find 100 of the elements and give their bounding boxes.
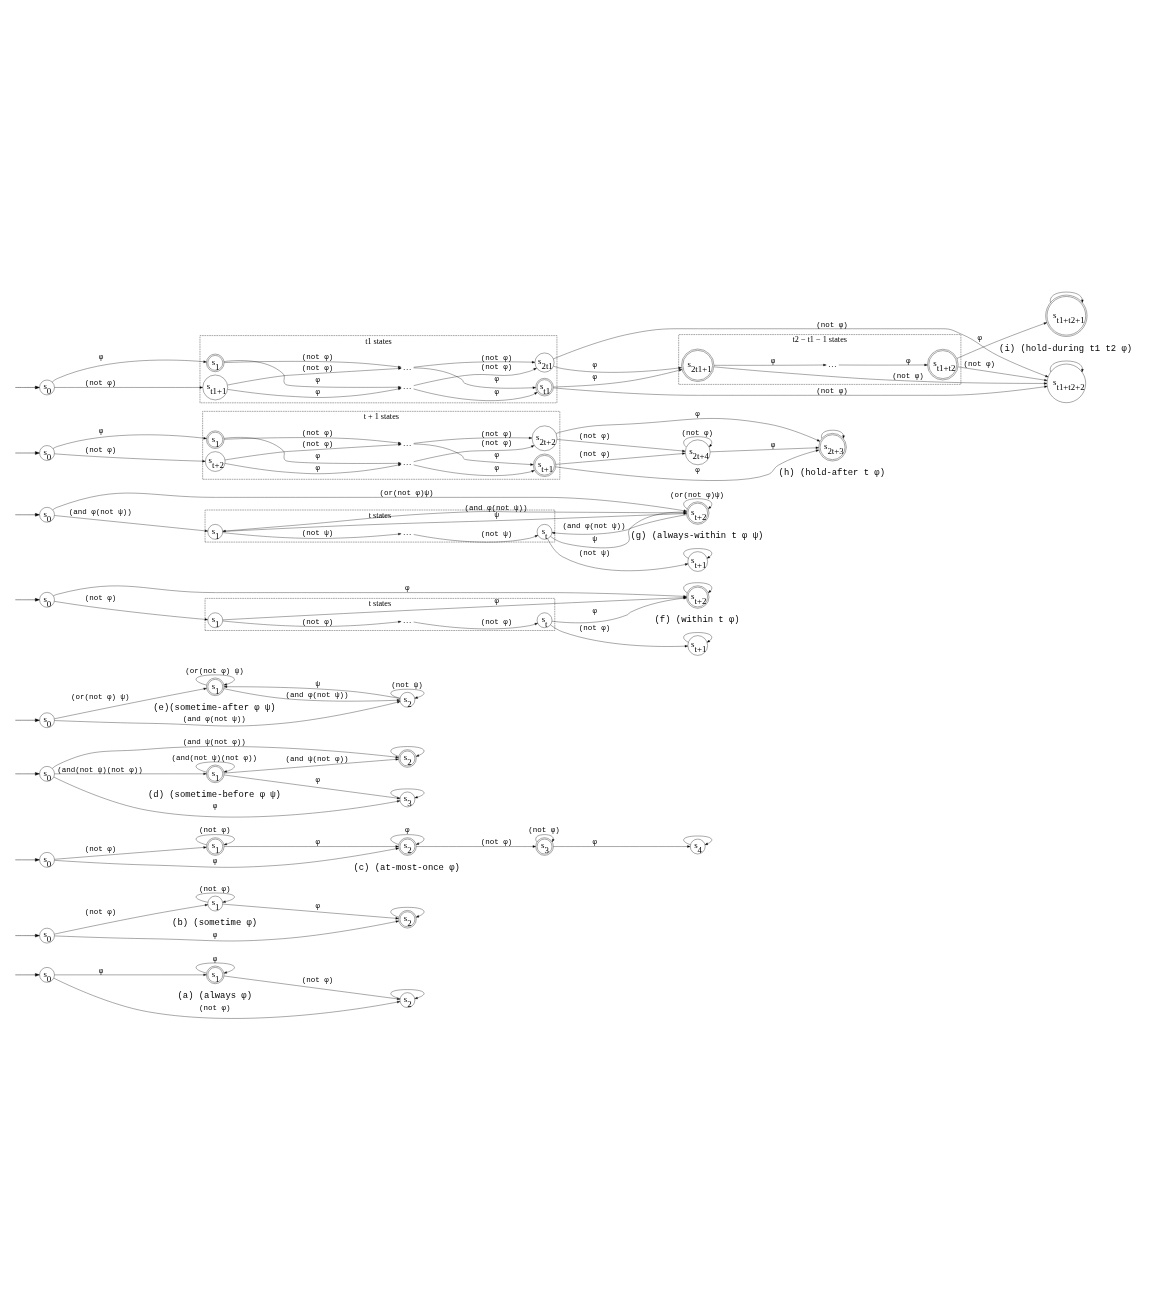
arrow (683, 582, 712, 593)
label: (a) (always φ) (177, 990, 252, 1001)
arrow (15, 857, 40, 861)
arrow (222, 620, 402, 627)
arrow (416, 844, 536, 848)
arrow (54, 772, 207, 775)
arrow (54, 687, 207, 719)
arrow (390, 745, 425, 757)
arrow (54, 385, 203, 389)
label: (c) (at-most-once φ) (353, 862, 460, 873)
arrow (15, 597, 40, 601)
arrow (54, 514, 208, 532)
arrow (390, 833, 425, 845)
arrow (222, 596, 687, 620)
arrow (54, 847, 399, 867)
arrow (15, 385, 40, 389)
arrow (222, 903, 399, 919)
label: (d) (sometime-before φ ψ) (148, 789, 281, 800)
arrow (53, 776, 401, 817)
arrow (195, 674, 235, 685)
arrow (15, 972, 40, 977)
arrow (1050, 291, 1084, 303)
arrow (390, 988, 425, 999)
arrow (713, 366, 1048, 385)
arrow (535, 833, 555, 842)
arrow (52, 745, 399, 769)
node-text: … (402, 526, 412, 537)
arrow (227, 366, 402, 385)
arrow (54, 903, 208, 934)
arrow (54, 919, 399, 941)
arrow (53, 977, 401, 1019)
arrow (547, 538, 689, 571)
arrow (224, 462, 402, 474)
arrow (195, 833, 235, 845)
label: (b) (sometime φ) (172, 917, 258, 928)
arrow (553, 328, 1049, 377)
arrow (54, 845, 207, 859)
label: (e)(sometime-after φ ψ) (153, 702, 276, 713)
node-text: … (402, 614, 412, 625)
arrow (555, 449, 819, 481)
node-text: … (402, 361, 412, 372)
arrow (224, 844, 399, 848)
node-text: … (402, 456, 412, 467)
arrow (556, 438, 686, 452)
node-text: … (402, 437, 412, 448)
arrow (956, 321, 1047, 359)
arrow (413, 360, 536, 367)
arrow (15, 771, 40, 775)
arrow (54, 453, 206, 462)
arrow (710, 446, 819, 452)
arrow (683, 436, 712, 447)
arrow (195, 962, 235, 973)
arrow (224, 757, 399, 773)
arrow (54, 973, 207, 976)
arrow (413, 388, 538, 401)
arrow (390, 906, 425, 917)
arrow (222, 531, 402, 539)
arrow (195, 761, 235, 772)
arrow (713, 363, 827, 366)
arrow (223, 975, 401, 1000)
arrow (223, 774, 401, 799)
arrow (553, 844, 691, 848)
arrow (54, 700, 401, 726)
arrow (413, 621, 538, 629)
arrow (683, 498, 712, 509)
arrow (390, 788, 425, 798)
arrow (957, 366, 1048, 381)
arrow (227, 387, 402, 398)
arrow (53, 585, 687, 597)
arrow (683, 547, 712, 558)
arrow (223, 359, 402, 388)
arrow (683, 835, 712, 845)
arrow (553, 368, 683, 387)
arrow (413, 464, 535, 476)
arrow (683, 631, 712, 642)
arrow (15, 512, 40, 516)
arrow (223, 436, 402, 444)
arrow (52, 434, 207, 449)
arrow (15, 933, 40, 937)
arrow (555, 451, 686, 465)
arrow (1050, 360, 1084, 372)
arrow (413, 533, 539, 542)
label: (f) (within t φ) (654, 614, 740, 625)
arrow (54, 600, 208, 620)
arrow (553, 365, 682, 373)
arrow (821, 429, 845, 439)
node-text: … (827, 358, 837, 369)
arrow (224, 443, 402, 460)
arrow (195, 892, 235, 903)
arrow (223, 436, 402, 464)
arrow (390, 688, 425, 699)
arrow (553, 385, 1048, 395)
arrow (550, 624, 688, 647)
node-text: … (402, 380, 412, 391)
arrow (838, 363, 928, 366)
arrow (52, 359, 207, 382)
arrow (15, 450, 40, 455)
arrow (413, 436, 533, 444)
label: (g) (always-within t φ ψ) (630, 530, 764, 541)
label: (h) (hold-after t φ) (778, 467, 885, 478)
